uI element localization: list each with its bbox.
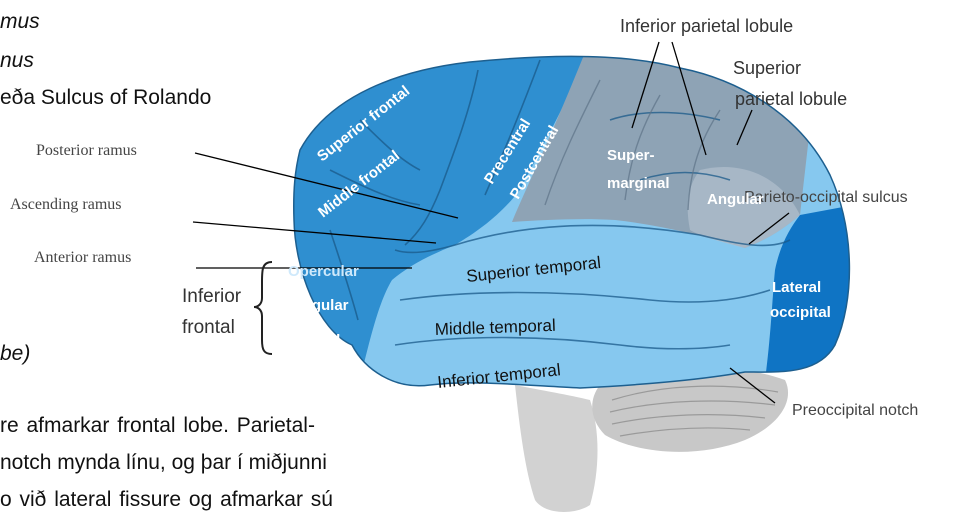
ascending-ramus-label: Ascending ramus [10,196,122,213]
preoccipital-notch-label: Preoccipital notch [792,402,918,419]
anterior-ramus-label: Anterior ramus [34,249,131,266]
inferior-frontal-brace [254,262,272,354]
orbital-label: Orbital [292,332,340,349]
lateral-occipital-label-1: Lateral [772,279,821,296]
superior-parietal-label-2: parietal lobule [735,89,847,109]
lateral-occipital-label-2: occipital [770,304,831,321]
inferior-frontal-label-2: frontal [182,317,235,338]
inferior-frontal-label-1: Inferior [182,286,242,307]
superior-parietal-label-1: Superior [733,58,801,78]
supermarginal-label-2: marginal [607,175,670,192]
inferior-parietal-lobule-label: Inferior parietal lobule [620,16,793,36]
brainstem [515,385,598,512]
supermarginal-label-1: Super- [607,147,655,164]
opercular-label: Opercular [288,263,359,280]
parieto-occipital-sulcus-label: Parieto-occipital sulcus [744,189,908,206]
triangular-label: Triangular [276,297,349,314]
angular-label: Angular [707,191,764,208]
posterior-ramus-label: Posterior ramus [36,142,137,159]
